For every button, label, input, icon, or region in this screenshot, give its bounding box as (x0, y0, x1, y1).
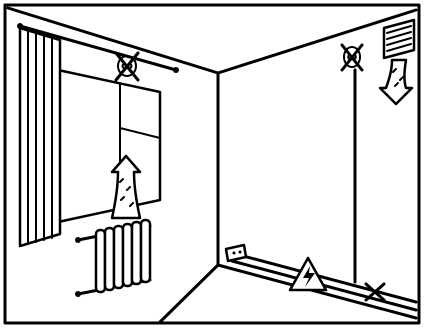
warm-air-arrow-icon (110, 154, 142, 220)
outer-border (3, 3, 421, 325)
window-transom (119, 127, 161, 139)
cross-mark-icon (364, 282, 386, 302)
curtain-rod (18, 24, 178, 72)
window-frame (56, 68, 162, 224)
curtain-rod-end-right (173, 67, 179, 73)
crossed-fan-icon (340, 43, 364, 72)
radiator-icon (75, 218, 152, 297)
electrical-socket-icon (224, 243, 248, 263)
electric-hazard-icon (288, 256, 328, 292)
right-wall-ceiling-edge (216, 8, 418, 75)
floor-conduit (230, 251, 418, 312)
curtain-panel (18, 26, 62, 248)
right-floor-edge (216, 263, 418, 320)
warm-air-arrow-icon (378, 58, 414, 106)
left-wall-ceiling-edge (6, 6, 220, 75)
crossed-fan-icon (114, 51, 140, 82)
window (56, 68, 162, 224)
left-floor-edge (158, 263, 220, 324)
ventilation-grille-icon (382, 18, 416, 60)
curtain (17, 23, 179, 248)
room-frame (3, 3, 421, 325)
